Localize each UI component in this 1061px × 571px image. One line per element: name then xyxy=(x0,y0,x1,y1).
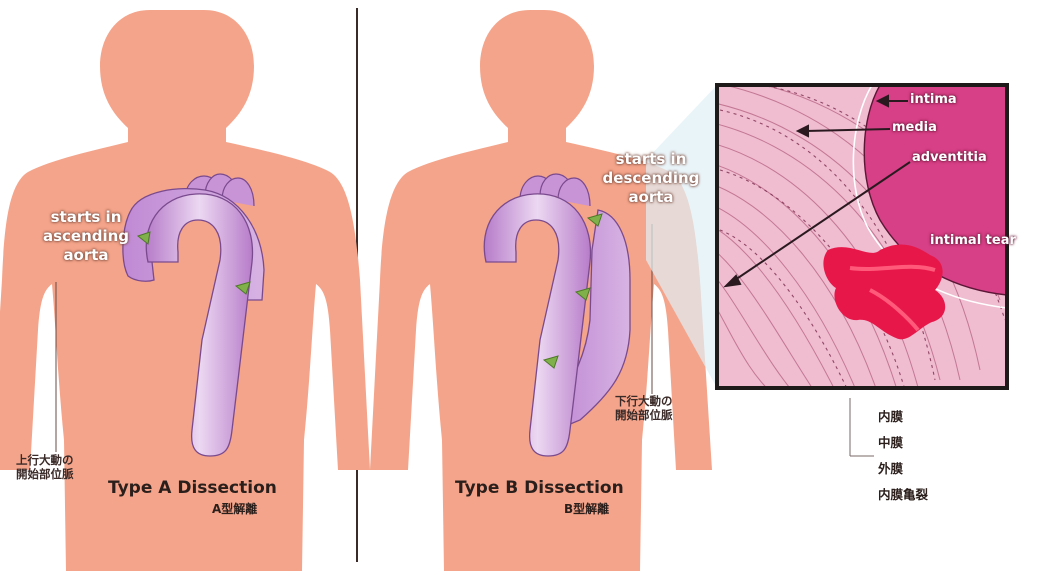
legend-item-2: 中膜 xyxy=(878,432,903,451)
jp-label-a: 上行大動の 開始部位脈 xyxy=(16,453,74,481)
subtitle-a: A型解離 xyxy=(212,500,257,517)
label-a-line-2: ascending xyxy=(38,227,134,246)
jp-label-b-line-2: 開始部位脈 xyxy=(615,408,673,422)
label-b-line-2: descending xyxy=(596,169,706,188)
legend-item-3: 外膜 xyxy=(878,458,903,477)
title-b: Type B Dissection xyxy=(455,478,624,498)
legend-bracket xyxy=(850,398,874,456)
legend-item-1: 内膜 xyxy=(878,406,903,425)
label-b-line-1: starts in xyxy=(596,150,706,169)
legend-item-4: 内膜亀裂 xyxy=(878,484,928,503)
label-a-line-1: starts in xyxy=(38,208,134,227)
label-intima: intima xyxy=(910,92,957,107)
jp-label-b: 下行大動の 開始部位脈 xyxy=(615,394,673,422)
jp-label-b-line-1: 下行大動の xyxy=(615,394,673,408)
label-a-line-3: aorta xyxy=(38,246,134,265)
subtitle-b: B型解離 xyxy=(564,500,609,517)
label-adventitia: adventitia xyxy=(912,150,987,165)
label-intimal-tear: intimal tear xyxy=(930,233,1016,248)
title-a: Type A Dissection xyxy=(108,478,277,498)
label-media: media xyxy=(892,120,937,135)
jp-label-a-line-2: 開始部位脈 xyxy=(16,467,74,481)
label-b-line-3: aorta xyxy=(596,188,706,207)
label-a: starts in ascending aorta xyxy=(38,208,134,265)
label-b: starts in descending aorta xyxy=(596,150,706,207)
jp-label-a-line-1: 上行大動の xyxy=(16,453,74,467)
